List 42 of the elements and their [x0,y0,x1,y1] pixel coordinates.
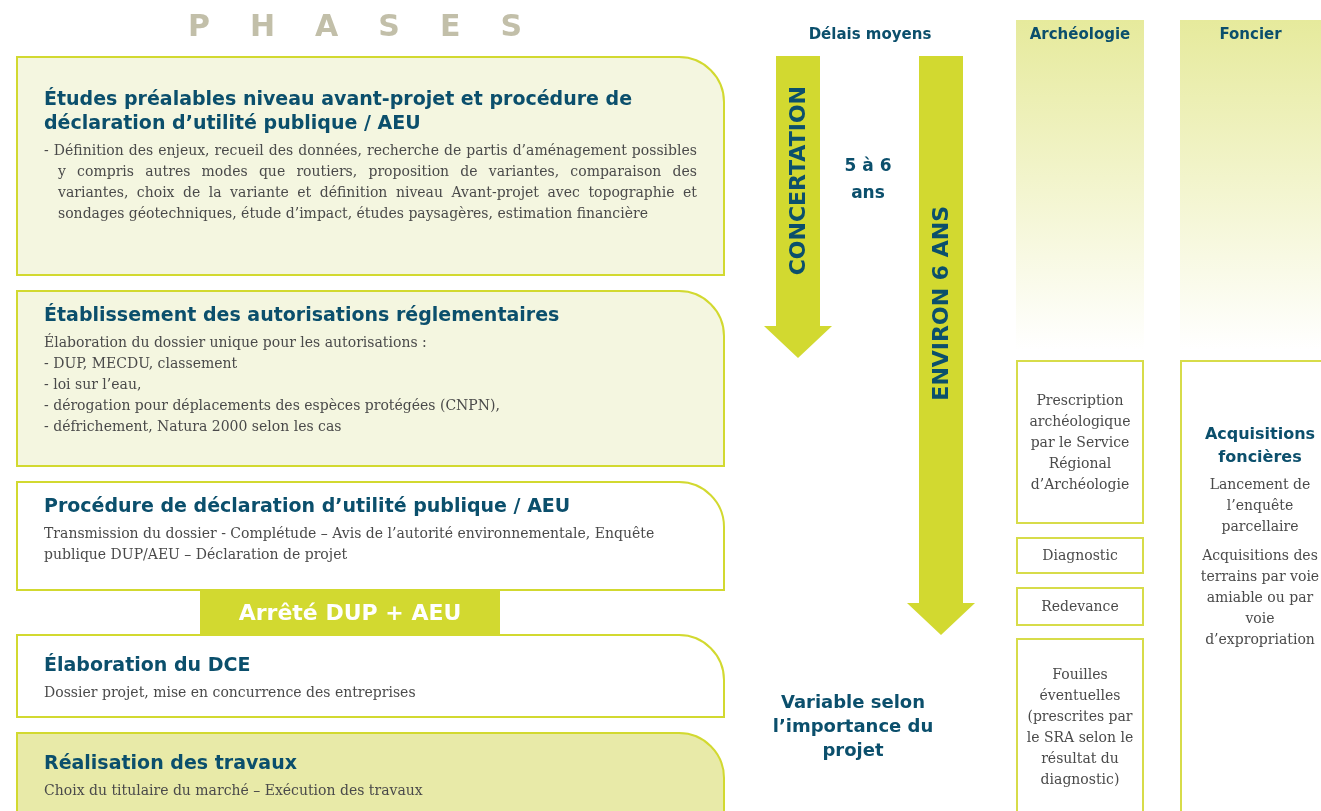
phase-heading: Procédure de déclaration d’utilité publique / AEU [44,493,572,517]
phase-heading: Élaboration du DCE [44,652,252,676]
phase-box [16,732,725,811]
phase-description: Élaboration du dossier unique pour les autorisations : [44,332,428,352]
phase-description: - dérogation pour déplacements des espèces protégées (CNPN), [44,396,501,415]
column-heading: Archéologie [1028,25,1132,43]
down-arrow-shape [764,56,832,358]
phase-description: - Définition des enjeux, recueil des données, recherche de partis d’aménagement possibles y compris autres modes que routiers, proposition de variantes, comparaison des variantes, choix de la variante et définition niveau Avant-projet avec topographie et sondages géotechniques, étude d’impact, études paysagères, estimation financière [44,141,697,223]
step-text: Lancement de l’enquête parcellaire [1208,475,1312,536]
phase-box [16,290,725,467]
phase-description: - DUP, MECDU, classement [44,354,239,373]
step-heading: Acquisitions foncières [1203,423,1317,468]
column-heading: Foncier [1218,25,1283,43]
phase-heading: Réalisation des travaux [44,750,298,774]
phase-description: Transmission du dossier - Complétude – Avis de l’autorité environnementale, Enquête publique DUP/AEU – Déclaration de projet [44,524,656,564]
phase-description: Choix du titulaire du marché – Exécution des travaux [44,781,424,800]
phase-box [16,634,725,718]
phase-box [16,56,725,276]
phase-heading: Établissement des autorisations réglementaires [44,302,561,326]
step-box [1016,587,1144,626]
step-text: Diagnostic [1042,546,1118,565]
milestone-banner: Arrêté DUP + AEU [200,591,500,634]
step-box [1016,537,1144,574]
step-box [1016,360,1144,524]
step-text: Acquisitions des terrains par voie amiable ou par voie d’expropriation [1199,546,1321,649]
phase-description: - défrichement, Natura 2000 selon les cas [44,417,343,436]
step-box [1016,638,1144,811]
step-text: Redevance [1041,597,1119,616]
phase-heading: Études préalables niveau avant-projet et procédure de déclaration d’utilité publique / AEU [44,86,634,134]
phase-description: Dossier projet, mise en concurrence des entreprises [44,683,417,702]
down-arrow-shape [907,56,975,635]
duration-label: Délais moyens [807,24,933,44]
duration-label: Variable selon l’importance du projet [771,690,935,762]
arrow-label: ENVIRON 6 ANS [928,206,953,401]
phase-box [16,481,725,591]
duration-label: 5 à 6 ans [843,154,893,204]
step-text: Prescription archéologique par le Service Régional d’Archéologie [1028,390,1132,494]
step-box [1180,360,1321,811]
step-text: Fouilles éventuelles (prescrites par le SRA selon le résultat du diagnostic) [1026,665,1134,789]
page-title: PHASES [187,8,563,43]
arrow-label: CONCERTATION [785,86,810,276]
phase-description: - loi sur l’eau, [44,375,143,394]
